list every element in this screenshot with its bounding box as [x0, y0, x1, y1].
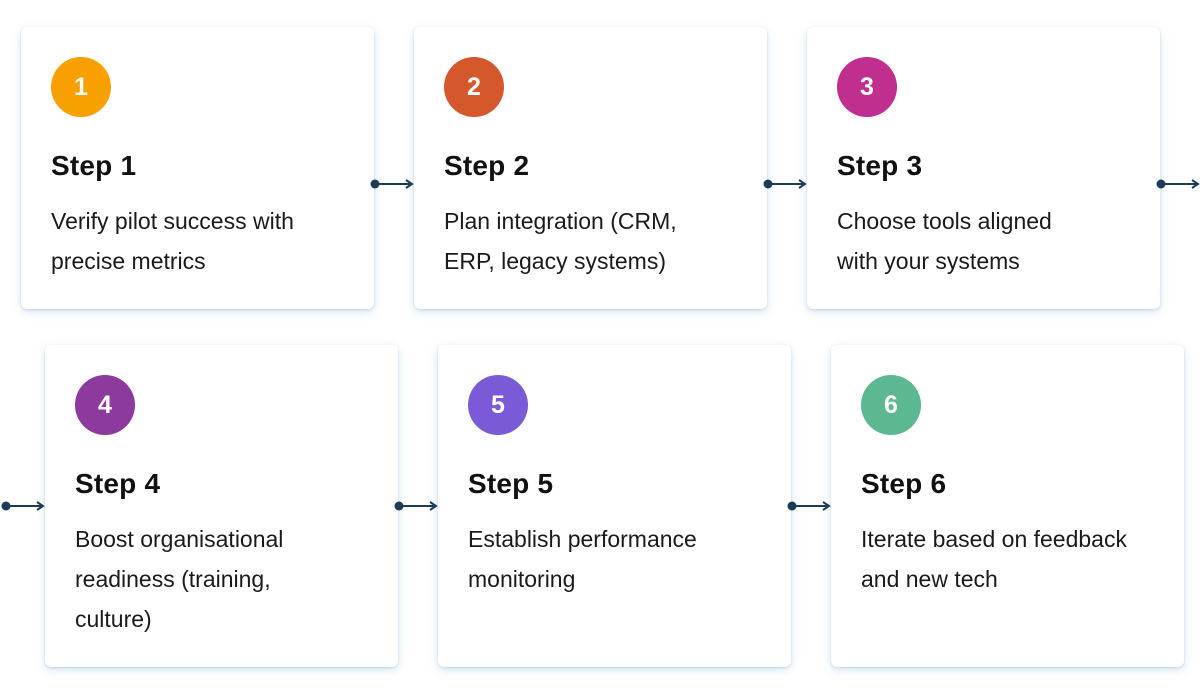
step-description: Establish performance monitoring	[468, 526, 697, 592]
step-card-5: 5 Step 5 Establish performance monitorin…	[438, 345, 791, 667]
step-card-2: 2 Step 2 Plan integration (CRM, ERP, leg…	[414, 27, 767, 309]
step-title: Step 4	[75, 468, 161, 499]
step-title: Step 2	[444, 150, 530, 181]
step-number-badge: 2	[444, 57, 504, 117]
step-description: Boost organisational readiness (training…	[75, 526, 284, 632]
step-card-4: 4 Step 4 Boost organisational readiness …	[45, 345, 398, 667]
connector-arrow-2-3	[763, 178, 807, 190]
connector-arrow-5-6	[787, 500, 831, 512]
step-number-badge: 6	[861, 375, 921, 435]
step-description: Choose tools aligned with your systems	[837, 208, 1052, 274]
connector-arrow-3-out	[1156, 178, 1200, 190]
step-title: Step 3	[837, 150, 923, 181]
step-description: Plan integration (CRM, ERP, legacy syste…	[444, 208, 677, 274]
step-card-6: 6 Step 6 Iterate based on feedback and n…	[831, 345, 1184, 667]
step-card-1: 1 Step 1 Verify pilot success with preci…	[21, 27, 374, 309]
step-number-badge: 4	[75, 375, 135, 435]
step-number-badge: 1	[51, 57, 111, 117]
step-title: Step 6	[861, 468, 947, 499]
step-title: Step 5	[468, 468, 554, 499]
step-number-badge: 3	[837, 57, 897, 117]
step-number-badge: 5	[468, 375, 528, 435]
step-card-3: 3 Step 3 Choose tools aligned with your …	[807, 27, 1160, 309]
step-description: Iterate based on feedback and new tech	[861, 526, 1127, 592]
connector-arrow-in-4	[1, 500, 45, 512]
step-description: Verify pilot success with precise metric…	[51, 208, 294, 274]
step-title: Step 1	[51, 150, 137, 181]
connector-arrow-1-2	[370, 178, 414, 190]
connector-arrow-4-5	[394, 500, 438, 512]
